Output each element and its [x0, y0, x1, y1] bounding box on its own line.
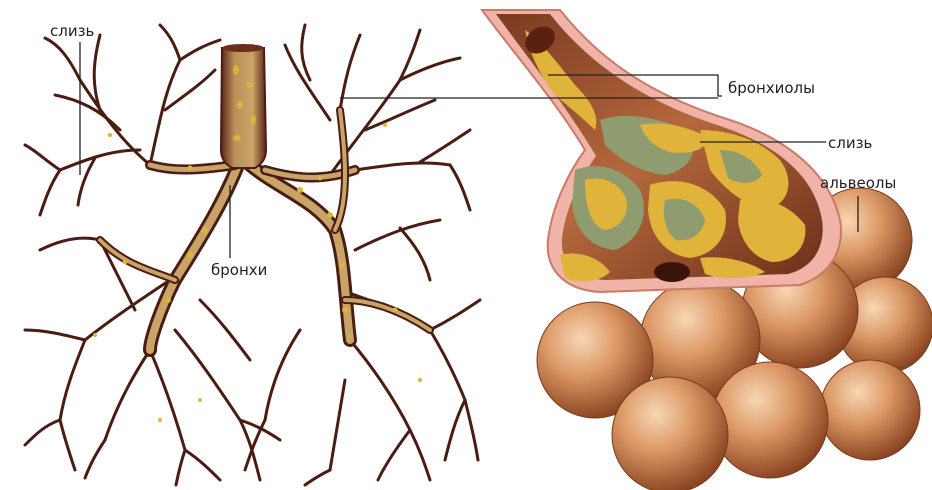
trachea [221, 44, 266, 168]
bronchial-tree [25, 25, 480, 485]
label-bronchioles: бронхиолы [728, 79, 815, 97]
label-alveoli: альвеолы [820, 174, 896, 192]
label-bronchi: бронхи [211, 261, 267, 279]
bronchiole-tube [482, 10, 841, 292]
label-mucus-right: слизь [828, 134, 872, 152]
alveoli-cluster [482, 10, 932, 490]
label-mucus-left: слизь [50, 22, 94, 40]
